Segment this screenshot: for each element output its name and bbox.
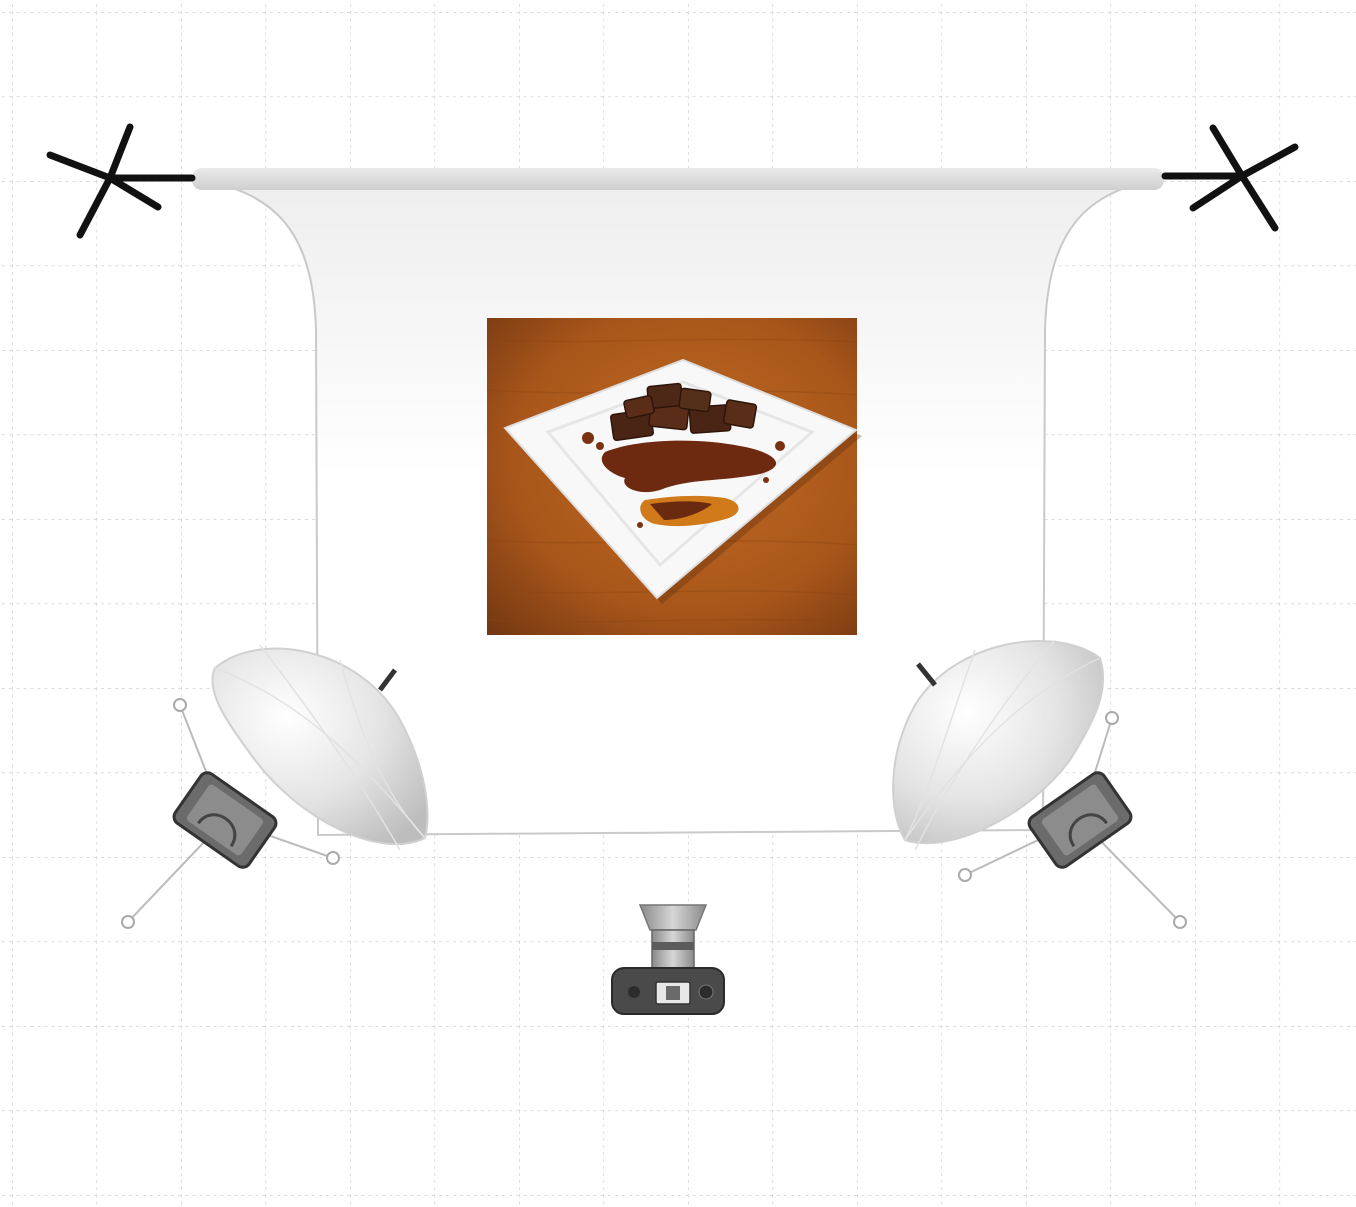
lens-ring — [652, 942, 694, 950]
backdrop-crossbar — [192, 168, 1164, 190]
dial-right — [699, 985, 713, 999]
lens-hood — [640, 905, 706, 930]
subject-photo — [487, 318, 862, 635]
dial-left — [628, 986, 640, 998]
